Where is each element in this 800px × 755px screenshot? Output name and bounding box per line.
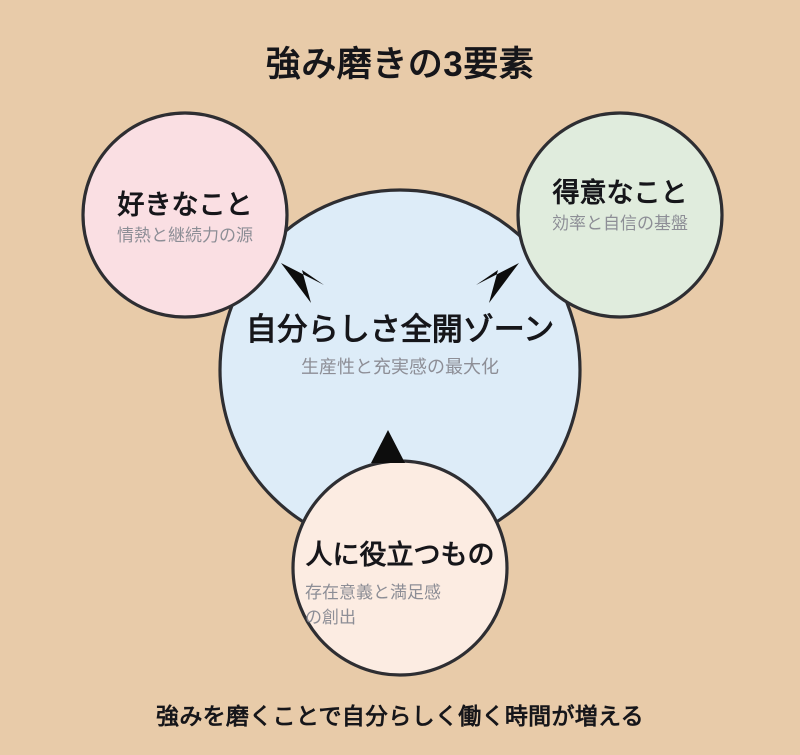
circle-liked	[81, 111, 289, 319]
arrow-zone-to-good-icon	[476, 263, 519, 303]
arrow-zone-to-liked-icon	[281, 263, 324, 303]
page-title: 強み磨きの3要素	[265, 45, 535, 84]
arrow-useful-to-zone-icon	[371, 430, 405, 463]
circle-useful	[291, 459, 509, 677]
circle-good	[516, 111, 724, 319]
footer-caption: 強みを磨くことで自分らしく働く時間が増える	[156, 703, 644, 729]
